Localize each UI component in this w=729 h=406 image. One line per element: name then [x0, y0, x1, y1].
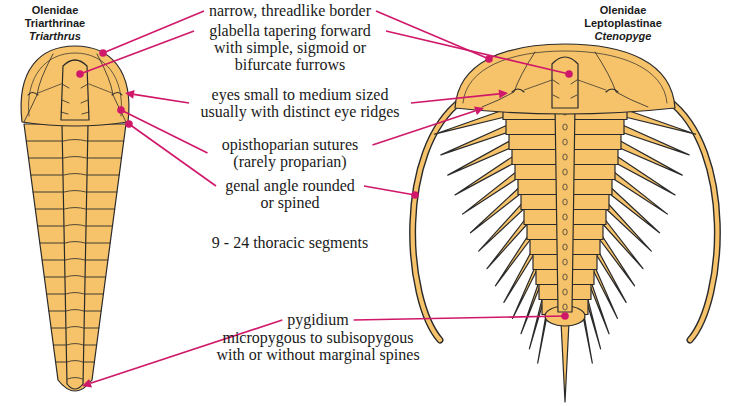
pleural-spine: [479, 198, 527, 251]
callout-text: micropygous to subisopygous with or with…: [212, 329, 425, 363]
axial-node: [563, 214, 567, 220]
axial-ring: [67, 327, 84, 329]
axial-node: [563, 154, 567, 160]
axial-ring: [66, 276, 85, 278]
leader-dot: [561, 312, 569, 320]
axial-ring: [67, 344, 83, 346]
axial-lobe: [62, 124, 88, 389]
axial-node: [563, 184, 567, 190]
leader-arrowhead: [125, 90, 135, 99]
axial-node: [563, 124, 567, 130]
pleural-spine: [606, 183, 660, 233]
genal-spine: [413, 100, 462, 340]
leader-line: [134, 94, 189, 103]
axial-node: [563, 169, 567, 175]
group-title: Triarthrus: [29, 30, 81, 43]
leader-arrowhead: [82, 379, 92, 388]
axial-ring: [67, 361, 83, 363]
axial-node: [563, 259, 567, 265]
leader-line: [411, 94, 499, 103]
thorax: [24, 124, 126, 391]
genal-spine: [668, 100, 717, 340]
glabellar-furrow: [553, 80, 577, 98]
callout-text: 9 - 24 thoracic segments: [212, 234, 368, 251]
callout-text: narrow, threadlike border: [209, 2, 371, 19]
glabella: [552, 57, 578, 108]
pleural-spine: [471, 183, 525, 233]
leader-line: [354, 316, 565, 320]
axial-ring: [66, 310, 83, 312]
callout-text: pygidium: [287, 311, 348, 328]
axial-ring: [65, 259, 84, 261]
axial-node: [563, 244, 567, 250]
axial-ring: [66, 293, 84, 295]
leader-dot: [411, 191, 419, 199]
group-title: Olenidae: [600, 4, 646, 17]
pleural-spine: [448, 138, 515, 175]
leader-line: [364, 186, 415, 195]
leader-dot: [76, 70, 84, 78]
axial-node: [563, 139, 567, 145]
axial-ring: [64, 157, 87, 159]
pleural-spine: [455, 153, 518, 195]
axial-node: [563, 229, 567, 235]
group-title: Ctenopyge: [595, 30, 652, 43]
glabellar-furrow: [61, 84, 89, 114]
axial-node: [563, 304, 567, 310]
axial-ring: [64, 174, 86, 176]
pygidial-spine: [561, 322, 569, 402]
facial-suture: [24, 54, 126, 122]
pleural-spine: [609, 168, 667, 214]
group-title: Leptoplastinae: [584, 17, 662, 30]
leader-dot: [125, 120, 133, 128]
eye: [512, 89, 618, 92]
axial-node: [563, 289, 567, 295]
leader-arrowhead: [499, 89, 508, 98]
leader-line: [129, 124, 216, 186]
facial-suture: [482, 52, 648, 107]
axial-node: [563, 199, 567, 205]
callout-text: eyes small to medium sized usually with …: [194, 86, 406, 120]
pleural-spine: [615, 138, 682, 175]
leader-line: [386, 31, 569, 74]
leader-dot: [99, 49, 107, 57]
genal-spine: [668, 100, 717, 340]
axial-ring: [65, 225, 85, 227]
group-title: Triarthrinae: [25, 17, 86, 30]
axial-ring: [65, 208, 86, 210]
axial-node: [563, 274, 567, 280]
eye-ridge: [38, 84, 112, 93]
eye-ridge: [524, 80, 606, 90]
group-title: Olenidae: [32, 4, 78, 17]
pleural-spine: [463, 168, 521, 214]
leader-line: [80, 31, 194, 74]
pleural-spine: [612, 153, 675, 195]
leader-line: [121, 110, 208, 153]
axial-ring: [63, 140, 86, 142]
glabella: [61, 60, 89, 120]
callout-text: genal angle rounded or spined: [221, 177, 359, 211]
eye: [28, 93, 122, 96]
genal-spine: [413, 100, 462, 340]
leader-dot: [565, 70, 573, 78]
axial-lobe: [555, 104, 575, 312]
callout-text: opisthoparian sutures (rarely proparian): [213, 136, 368, 170]
leader-arrowhead: [474, 107, 484, 116]
axial-ring: [64, 191, 86, 193]
axial-ring: [65, 242, 85, 244]
axial-ring: [68, 378, 83, 380]
callout-text: glabella tapering forward with simple, s…: [199, 22, 381, 73]
cephalon: [21, 46, 129, 126]
leader-dot: [117, 106, 125, 114]
pleural-spine: [603, 198, 651, 251]
